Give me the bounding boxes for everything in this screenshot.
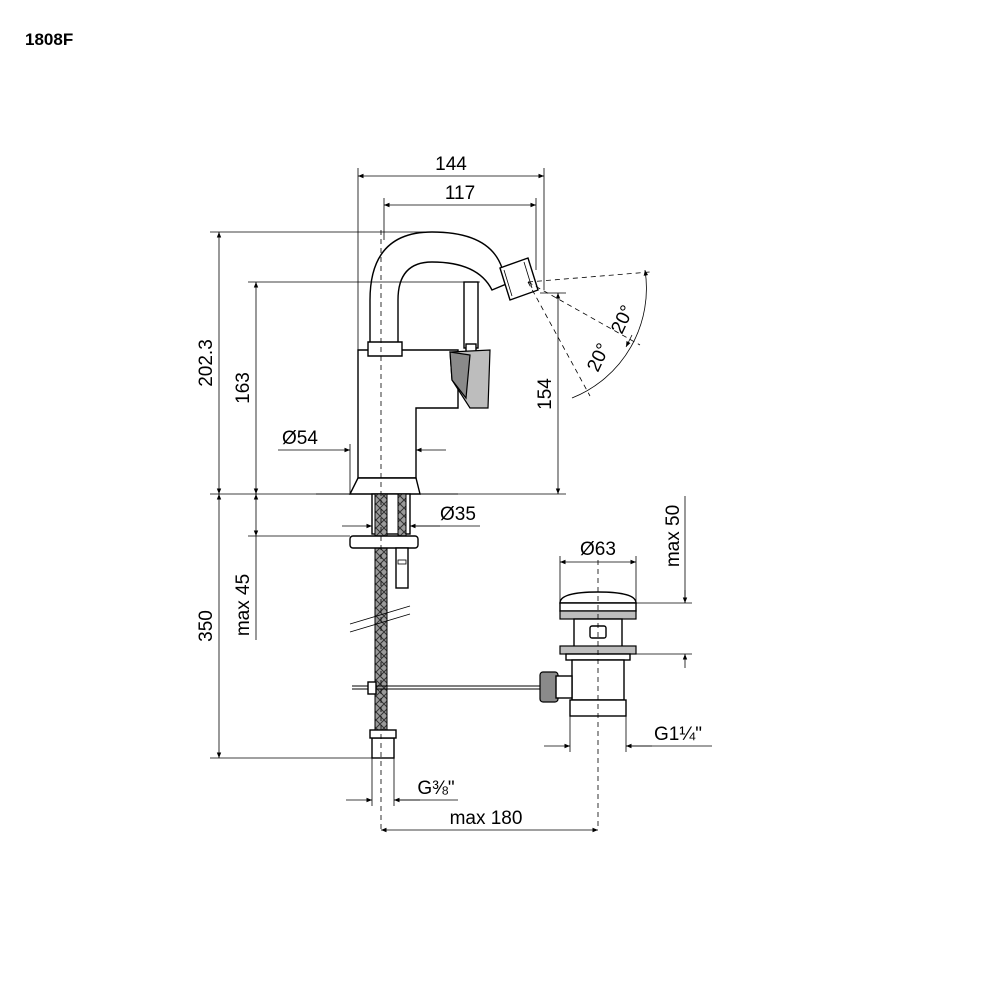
dim-hose-thread: G⅜"	[346, 758, 458, 806]
svg-text:144: 144	[435, 154, 467, 175]
dim-waste-diameter: Ø63	[559, 539, 637, 603]
dim-hole-diameter: Ø35	[342, 494, 480, 532]
svg-text:350: 350	[196, 610, 217, 642]
svg-text:Ø54: Ø54	[282, 428, 318, 449]
svg-text:G⅜": G⅜"	[417, 778, 454, 799]
svg-text:117: 117	[445, 183, 475, 204]
under-deck-fittings	[349, 493, 545, 759]
svg-text:20°: 20°	[583, 340, 614, 375]
dim-deck-thickness: max 45	[233, 494, 350, 640]
svg-text:max 180: max 180	[450, 808, 523, 829]
dim-base-diameter: Ø54	[278, 428, 446, 494]
dim-overall-width: 144	[357, 154, 545, 350]
svg-text:154: 154	[535, 378, 556, 410]
dim-spout-reach: 117	[383, 183, 537, 270]
svg-text:max 45: max 45	[233, 574, 254, 636]
dim-spout-height: 163	[233, 281, 480, 494]
dim-drain-distance: max 180	[381, 808, 598, 833]
waste-assembly	[539, 591, 637, 717]
dim-waste-thread: G1¼"	[544, 716, 712, 752]
dim-total-height: 202.3	[196, 231, 430, 495]
faucet-body	[348, 231, 539, 495]
dim-waste-depth: max 50	[636, 496, 692, 668]
dim-outlet-height: 154	[458, 292, 566, 495]
svg-text:20°: 20°	[607, 302, 638, 337]
dim-hose-length: 350	[196, 494, 372, 759]
svg-text:202.3: 202.3	[196, 339, 217, 387]
svg-text:Ø63: Ø63	[580, 539, 616, 560]
svg-text:163: 163	[233, 372, 254, 404]
svg-text:max 50: max 50	[663, 505, 684, 567]
svg-text:G1¼": G1¼"	[654, 724, 702, 745]
svg-text:Ø35: Ø35	[440, 504, 476, 525]
model-code: 1808F	[25, 30, 73, 49]
